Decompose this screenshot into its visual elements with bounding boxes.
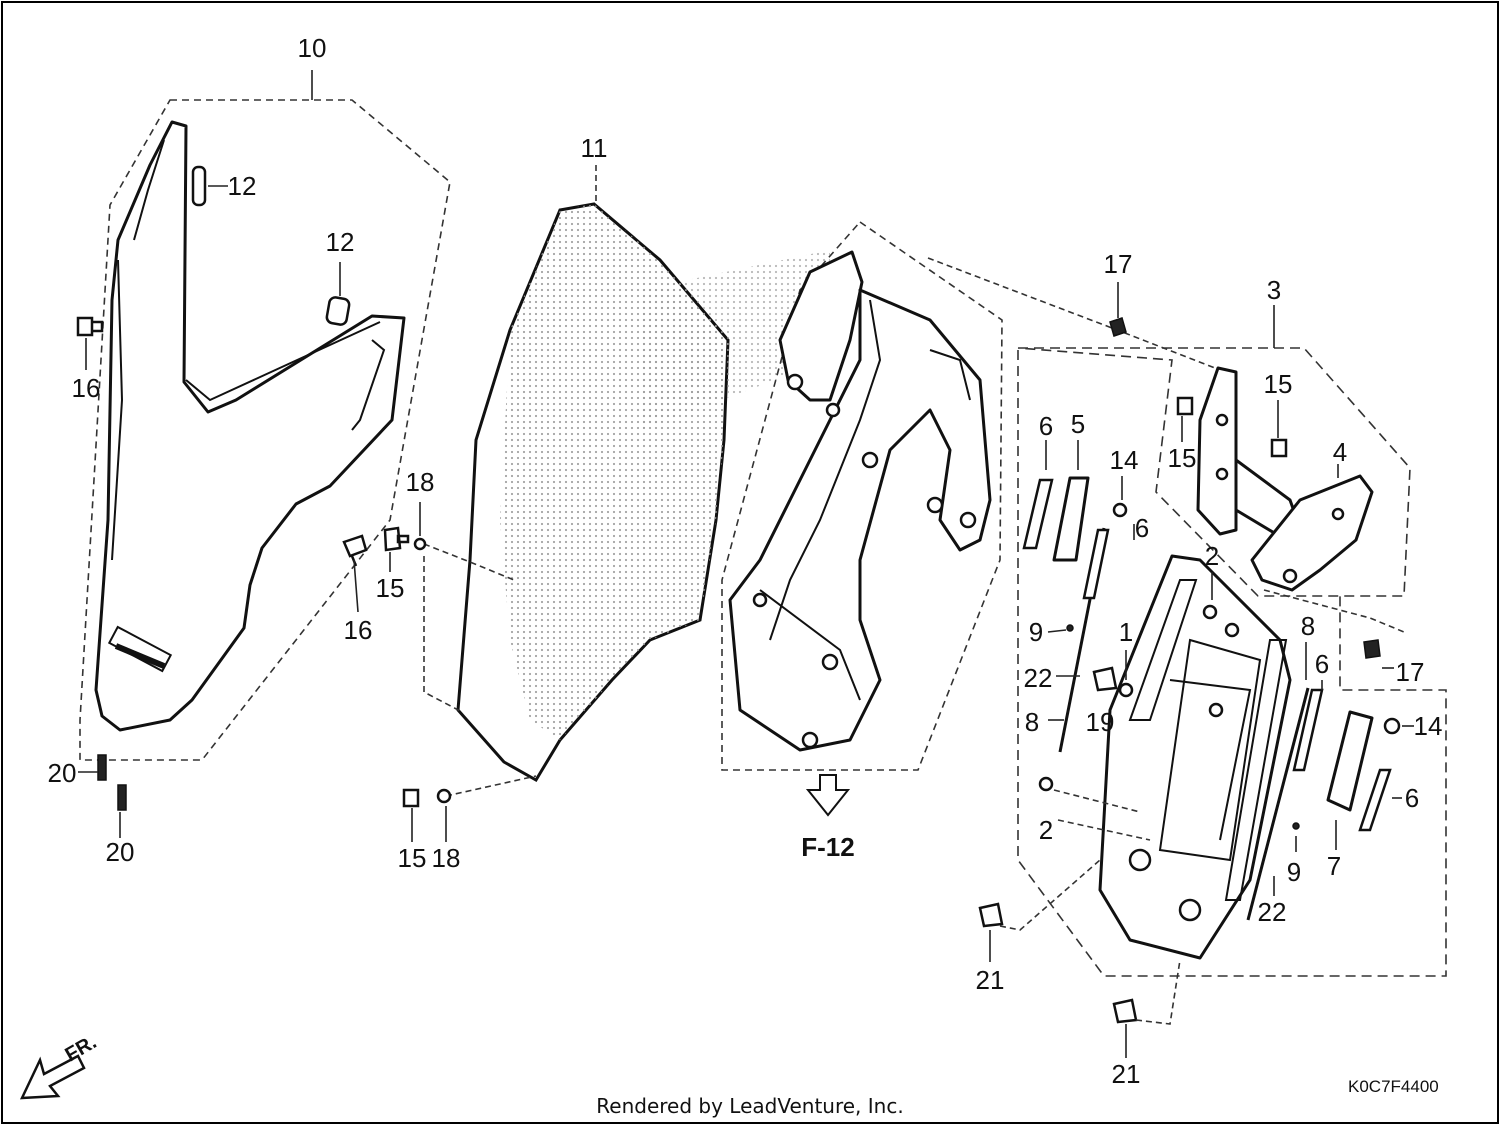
callout-c6b[interactable]: 6 — [1135, 513, 1149, 543]
callout-c22b[interactable]: 22 — [1258, 897, 1287, 927]
bracket-part-4[interactable] — [1250, 474, 1374, 592]
bolt-16b — [342, 534, 368, 567]
callout-c6c[interactable]: 6 — [1315, 649, 1329, 679]
callout-c19[interactable]: 19 — [1086, 707, 1115, 737]
bolt-15a — [383, 526, 410, 552]
callout-c1[interactable]: 1 — [1119, 617, 1133, 647]
cowl-panel-part-10[interactable] — [79, 99, 451, 761]
callout-c5[interactable]: 5 — [1071, 409, 1085, 439]
callout-c4[interactable]: 4 — [1333, 437, 1347, 467]
callout-c16b[interactable]: 16 — [344, 615, 373, 645]
callout-c2a[interactable]: 2 — [1205, 541, 1219, 571]
callout-c20b[interactable]: 20 — [106, 837, 135, 867]
callout-c15b[interactable]: 15 — [398, 843, 427, 873]
front-direction-indicator: FR. — [19, 1031, 100, 1100]
callout-c14b[interactable]: 14 — [1414, 711, 1443, 741]
callout-c21b[interactable]: 21 — [1112, 1059, 1141, 1089]
callout-c15c[interactable]: 15 — [1264, 369, 1293, 399]
spring-part-6a — [1022, 478, 1054, 550]
section-ref-arrow[interactable]: F-12 — [801, 774, 855, 862]
nut-17a — [1109, 317, 1127, 337]
callout-c9b[interactable]: 9 — [1287, 857, 1301, 887]
bolt-16a — [76, 316, 104, 337]
callout-c15d[interactable]: 15 — [1168, 443, 1197, 473]
nut-17b — [1363, 639, 1381, 659]
diagram-reference-code: K0C7F4400 — [1348, 1077, 1439, 1096]
grommet-12a — [191, 165, 207, 207]
collar-14b — [1383, 717, 1401, 735]
collar-14a — [1112, 502, 1128, 518]
footer-credit: Rendered by LeadVenture, Inc. — [596, 1094, 903, 1118]
callout-c7[interactable]: 7 — [1327, 851, 1341, 881]
section-ref-label: F-12 — [801, 832, 854, 862]
callout-c20a[interactable]: 20 — [48, 758, 77, 788]
slider-part-5 — [1052, 476, 1090, 562]
callout-c16a[interactable]: 16 — [72, 373, 101, 403]
callout-c17a[interactable]: 17 — [1104, 249, 1133, 279]
callout-c14a[interactable]: 14 — [1110, 445, 1139, 475]
callout-c9a[interactable]: 9 — [1029, 617, 1043, 647]
callout-c10[interactable]: 10 — [298, 33, 327, 63]
callout-c17b[interactable]: 17 — [1396, 657, 1425, 687]
callout-c12a[interactable]: 12 — [228, 171, 257, 201]
adjuster-link-part-3[interactable] — [1196, 366, 1302, 542]
bolt-21a — [978, 902, 1004, 928]
callout-c18a[interactable]: 18 — [406, 467, 435, 497]
spring-part-6b — [1082, 528, 1110, 600]
bolt-15c — [1176, 396, 1194, 416]
spring-part-6c — [1292, 688, 1324, 772]
callout-c8a[interactable]: 8 — [1025, 707, 1039, 737]
washer-1 — [1118, 682, 1134, 698]
washer-2a — [1202, 604, 1218, 620]
clip-9b — [1292, 822, 1300, 830]
callout-c8b[interactable]: 8 — [1301, 611, 1315, 641]
rod-part-8b — [1246, 687, 1310, 921]
screw-20a — [97, 754, 107, 781]
callout-c11[interactable]: 11 — [581, 133, 608, 163]
bolt-21b — [1112, 998, 1138, 1024]
callout-c3[interactable]: 3 — [1267, 275, 1281, 305]
callout-c2b[interactable]: 2 — [1039, 815, 1053, 845]
callout-c6a[interactable]: 6 — [1039, 411, 1053, 441]
clip-9a — [1066, 624, 1074, 632]
callout-c12b[interactable]: 12 — [326, 227, 355, 257]
callout-c21a[interactable]: 21 — [976, 965, 1005, 995]
callout-c22a[interactable]: 22 — [1024, 663, 1053, 693]
slide-rail-assembly[interactable] — [1098, 554, 1292, 960]
screw-20b — [117, 784, 127, 811]
bolt-15d — [1270, 438, 1288, 458]
spring-part-6d — [1358, 768, 1392, 832]
callout-c6d[interactable]: 6 — [1405, 783, 1419, 813]
meter-stay-bracket[interactable] — [728, 250, 992, 752]
bolt-15b — [402, 788, 420, 808]
grommet-12b — [325, 296, 351, 326]
bolt-19 — [1092, 666, 1118, 692]
washer-2b — [1038, 776, 1054, 792]
callout-c15a[interactable]: 15 — [376, 573, 405, 603]
windscreen-part-11[interactable] — [456, 202, 830, 783]
slider-part-7 — [1326, 710, 1374, 812]
callout-c18b[interactable]: 18 — [432, 843, 461, 873]
